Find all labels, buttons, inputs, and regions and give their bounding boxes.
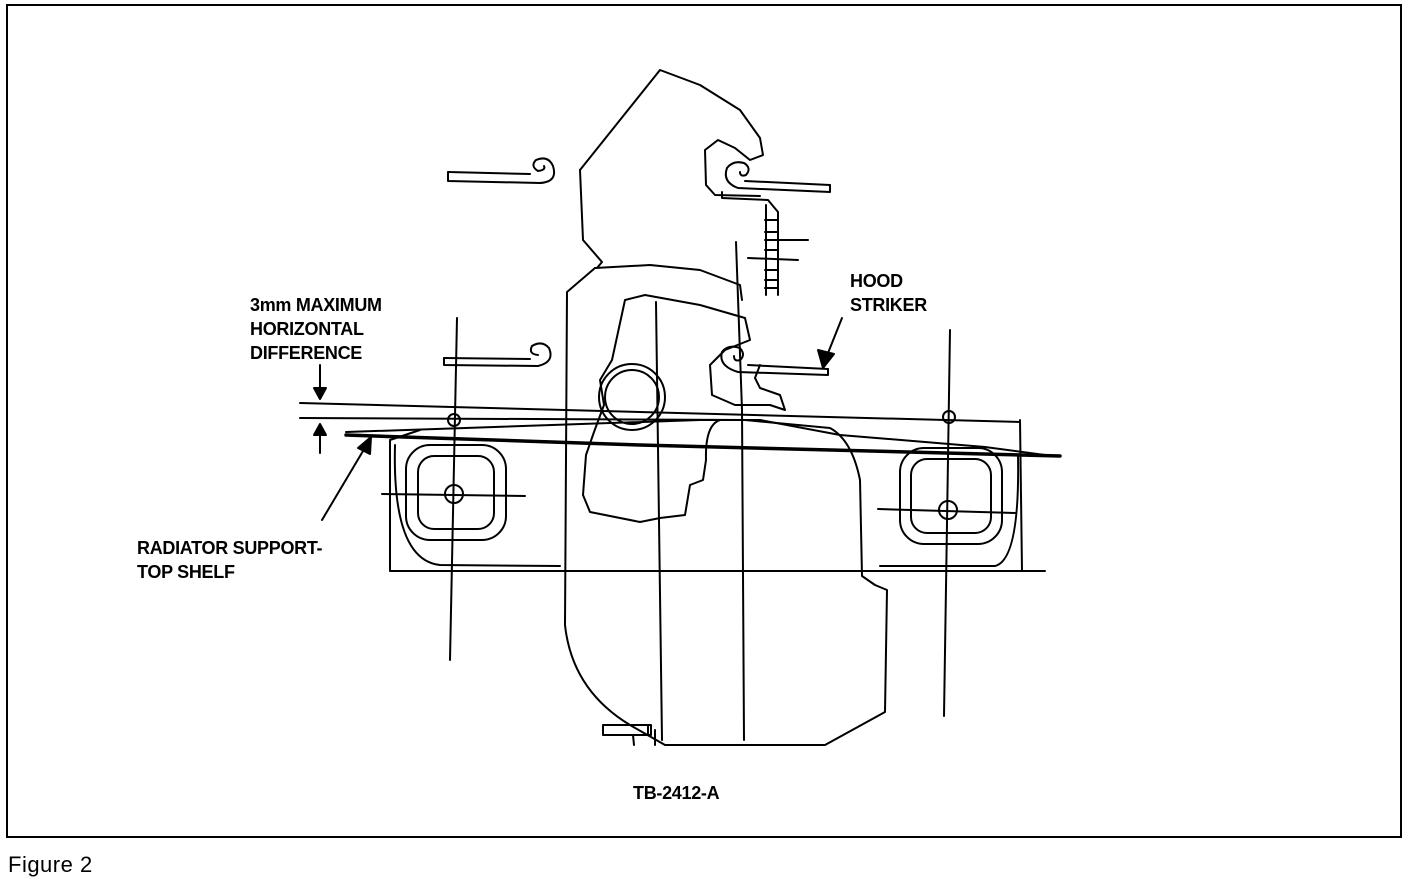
- hood-striker-label-line2: STRIKER: [850, 295, 927, 315]
- figure-frame: [6, 4, 1402, 838]
- hood-latch-hook: [579, 69, 764, 269]
- max-diff-label-line2: HORIZONTAL: [250, 319, 364, 339]
- max-diff-label-line1: 3mm MAXIMUM: [250, 295, 382, 315]
- pivot-bolt: [598, 363, 666, 431]
- upper-left-clip: [447, 157, 556, 184]
- hood-striker-label-line1: HOOD: [850, 271, 903, 291]
- ratchet-teeth: [747, 219, 809, 289]
- max-diff-label-line3: DIFFERENCE: [250, 343, 363, 363]
- radiator-label-line1: RADIATOR SUPPORT-: [137, 538, 323, 558]
- hood-latch-body: [564, 264, 888, 746]
- reference-lines: [299, 402, 1062, 458]
- hood-striker-arrow: [817, 317, 843, 369]
- lower-left-clip: [443, 342, 552, 367]
- figure-caption: Figure 2: [8, 852, 93, 877]
- radiator-label-line2: TOP SHELF: [137, 562, 235, 582]
- hood-striker: [720, 345, 829, 376]
- radiator-support-plate: [389, 419, 1046, 572]
- right-mounting-slot: [877, 447, 1016, 545]
- radiator-arrow: [321, 436, 372, 521]
- upper-right-clip: [721, 161, 831, 296]
- figure-code: TB-2412-A: [633, 783, 720, 803]
- max-diff-arrows: [313, 364, 327, 454]
